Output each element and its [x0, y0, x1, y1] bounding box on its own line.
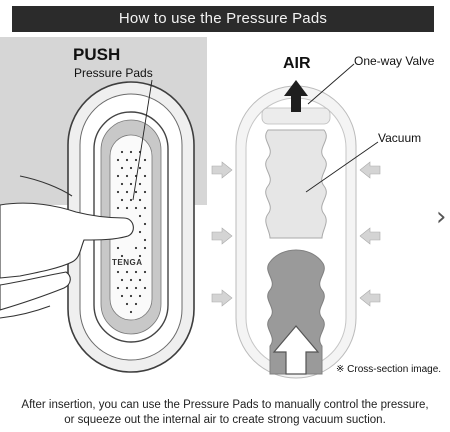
cross-section-note: ※ Cross-section image. — [336, 364, 442, 375]
air-label: AIR — [283, 55, 311, 72]
next-slide-arrow-icon[interactable]: › — [436, 202, 447, 232]
insertion-arrow — [272, 325, 320, 375]
page-title: How to use the Pressure Pads — [12, 6, 434, 32]
pressure-pad-dots — [116, 150, 147, 314]
pressure-arrows — [211, 161, 381, 307]
caption: After insertion, you can use the Pressur… — [0, 398, 450, 428]
device-cross-section — [235, 63, 379, 379]
hand-illustration — [0, 175, 134, 319]
one-way-valve-label: One-way Valve — [354, 54, 435, 68]
pressure-pads-label: Pressure Pads — [74, 66, 153, 80]
caption-line-2: or squeeze out the internal air to creat… — [64, 414, 386, 426]
push-label: PUSH — [73, 45, 121, 64]
caption-line-1: After insertion, you can use the Pressur… — [21, 399, 429, 411]
brand-logo: TENGA — [112, 258, 143, 267]
air-out-arrow — [284, 80, 308, 112]
vacuum-label: Vacuum — [378, 131, 422, 145]
